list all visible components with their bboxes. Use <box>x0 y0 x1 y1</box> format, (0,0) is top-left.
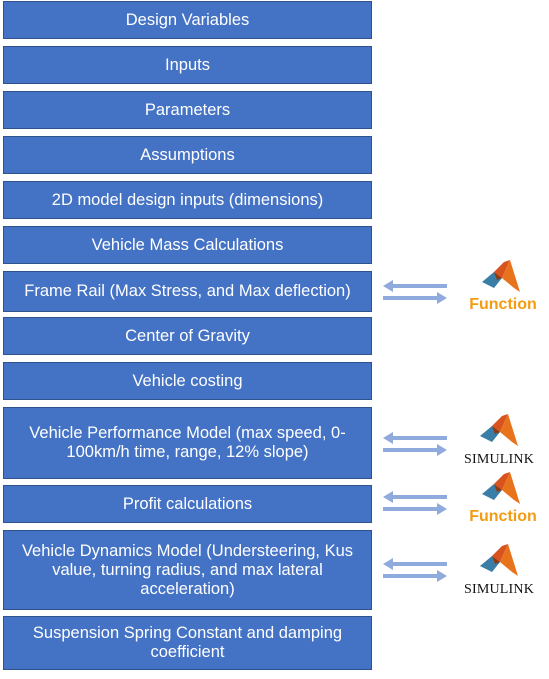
box-center-of-gravity: Center of Gravity <box>3 317 372 355</box>
double-arrow-icon <box>383 558 447 582</box>
box-label: Vehicle Dynamics Model (Understeering, K… <box>21 541 354 598</box>
simulink-logo: SIMULINK <box>458 542 540 600</box>
box-label: Design Variables <box>125 10 250 29</box>
box-vehicle-dynamics-model: Vehicle Dynamics Model (Understeering, K… <box>3 530 372 610</box>
matlab-membrane-icon <box>482 472 520 504</box>
box-label: Inputs <box>165 55 210 74</box>
box-label: Suspension Spring Constant and damping c… <box>32 624 343 661</box>
box-label: Center of Gravity <box>125 326 250 345</box>
simulink-logo: SIMULINK <box>458 412 540 470</box>
double-arrow-icon <box>383 280 447 304</box>
box-frame-rail: Frame Rail (Max Stress, and Max deflecti… <box>3 271 372 312</box>
matlab-membrane-icon <box>482 260 520 292</box>
box-label: Assumptions <box>140 145 235 164</box>
box-label: Vehicle costing <box>132 371 243 390</box>
simulink-label: SIMULINK <box>463 582 535 597</box>
box-label: Vehicle Performance Model (max speed, 0-… <box>29 424 346 461</box>
matlab-function-logo: Function <box>466 470 540 528</box>
matlab-membrane-icon <box>480 414 518 446</box>
box-vehicle-mass-calculations: Vehicle Mass Calculations <box>3 226 372 264</box>
box-label: Profit calculations <box>122 494 253 513</box>
box-label: Parameters <box>144 100 231 119</box>
box-vehicle-performance-model: Vehicle Performance Model (max speed, 0-… <box>3 407 372 479</box>
box-design-variables: Design Variables <box>3 1 372 39</box>
box-label: 2D model design inputs (dimensions) <box>51 190 324 209</box>
box-2d-model-design-inputs: 2D model design inputs (dimensions) <box>3 181 372 219</box>
function-label: Function <box>469 296 537 313</box>
box-inputs: Inputs <box>3 46 372 84</box>
box-assumptions: Assumptions <box>3 136 372 174</box>
matlab-membrane-icon <box>480 544 518 576</box>
matlab-function-logo: Function <box>466 258 540 316</box>
double-arrow-icon <box>383 432 447 456</box>
double-arrow-icon <box>383 491 447 515</box>
box-profit-calculations: Profit calculations <box>3 485 372 523</box>
box-label: Vehicle Mass Calculations <box>91 235 284 254</box>
box-parameters: Parameters <box>3 91 372 129</box>
box-suspension-spring-constant: Suspension Spring Constant and damping c… <box>3 616 372 670</box>
simulink-label: SIMULINK <box>463 452 535 467</box>
function-label: Function <box>469 508 537 525</box>
box-label: Frame Rail (Max Stress, and Max deflecti… <box>24 282 351 300</box>
box-vehicle-costing: Vehicle costing <box>3 362 372 400</box>
